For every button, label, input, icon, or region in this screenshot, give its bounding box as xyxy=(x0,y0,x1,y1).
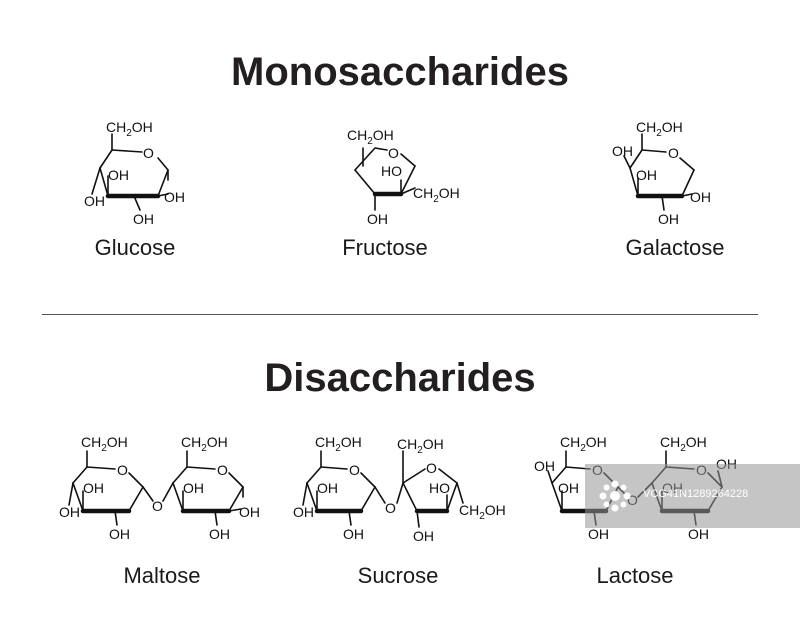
ch2oh-label: CH2OH xyxy=(315,434,362,454)
hydroxyl-label: OH xyxy=(588,526,609,542)
ring-oxygen-label: O xyxy=(668,145,679,161)
hydroxyl-label: OH xyxy=(59,504,80,520)
ch2oh-label: CH2OH xyxy=(660,434,707,454)
hydroxyl-label: OH xyxy=(367,211,388,227)
hydroxyl-label: HO xyxy=(381,163,402,179)
ch2oh-label: CH2OH xyxy=(397,436,444,456)
ring-oxygen-label: O xyxy=(143,145,154,161)
hydroxyl-label: OH xyxy=(343,526,364,542)
glucose-structure: CH2OH O OH OH OH OH xyxy=(84,119,185,227)
heading-monosaccharides: Monosaccharides xyxy=(231,50,569,94)
glucose-label: Glucose xyxy=(94,235,176,260)
fructose-label: Fructose xyxy=(342,235,428,260)
watermark: VCG41N1289264228 xyxy=(585,464,800,528)
hydroxyl-label: OH xyxy=(84,193,105,209)
hydroxyl-label: OH xyxy=(612,143,633,159)
maltose-structure: CH2OH O OH OH OH O CH2OH O OH OH OH xyxy=(59,434,260,542)
sucrose-structure: CH2OH O OH OH OH O CH2OH O HO CH2OH OH xyxy=(293,434,506,544)
galactose-structure: CH2OH O OH OH OH OH xyxy=(612,119,711,227)
galactose-label: Galactose xyxy=(625,235,725,260)
ch2oh-label: CH2OH xyxy=(636,119,683,139)
hydroxyl-label: OH xyxy=(558,480,579,496)
hydroxyl-label: OH xyxy=(108,167,129,183)
hydroxyl-label: OH xyxy=(413,528,434,544)
hydroxyl-label: OH xyxy=(317,480,338,496)
ring-oxygen-label: O xyxy=(117,462,128,478)
heading-disaccharides: Disaccharides xyxy=(264,356,536,400)
hydroxyl-label: OH xyxy=(293,504,314,520)
ring-oxygen-label: O xyxy=(426,460,437,476)
fructose-structure: CH2OH O HO CH2OH OH xyxy=(347,127,460,227)
hydroxyl-label: OH xyxy=(534,458,555,474)
hydroxyl-label: OH xyxy=(109,526,130,542)
ch2oh-label: CH2OH xyxy=(106,119,153,139)
ch2oh-label: CH2OH xyxy=(181,434,228,454)
ch2oh-label: CH2OH xyxy=(347,127,394,147)
hydroxyl-label: OH xyxy=(183,480,204,496)
sucrose-label: Sucrose xyxy=(357,563,439,588)
hydroxyl-label: OH xyxy=(690,189,711,205)
section-divider xyxy=(42,314,758,315)
watermark-text: VCG41N1289264228 xyxy=(643,488,749,500)
ring-oxygen-label: O xyxy=(349,462,360,478)
hydroxyl-label: OH xyxy=(658,211,679,227)
hydroxyl-label: OH xyxy=(239,504,260,520)
hydroxyl-label: OH xyxy=(209,526,230,542)
hydroxyl-label: OH xyxy=(636,167,657,183)
hydroxyl-label: OH xyxy=(83,480,104,496)
ch2oh-label: CH2OH xyxy=(81,434,128,454)
hydroxyl-label: OH xyxy=(133,211,154,227)
ch2oh-label: CH2OH xyxy=(459,502,506,522)
hydroxyl-label: HO xyxy=(429,480,450,496)
lactose-label: Lactose xyxy=(596,563,674,588)
bridge-oxygen-label: O xyxy=(152,498,163,514)
hydroxyl-label: OH xyxy=(688,526,709,542)
ch2oh-label: CH2OH xyxy=(413,185,460,205)
watermark-logo-icon xyxy=(599,480,631,512)
bridge-oxygen-label: O xyxy=(385,500,396,516)
hydroxyl-label: OH xyxy=(164,189,185,205)
maltose-label: Maltose xyxy=(123,563,201,588)
ch2oh-label: CH2OH xyxy=(560,434,607,454)
ring-oxygen-label: O xyxy=(388,145,399,161)
ring-oxygen-label: O xyxy=(217,462,228,478)
